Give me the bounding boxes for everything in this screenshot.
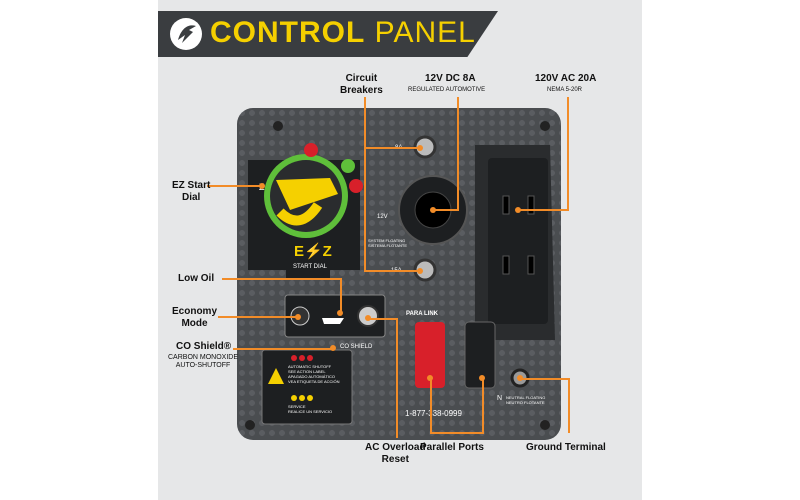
callout-dot: [417, 268, 423, 274]
label-line: Circuit: [345, 73, 378, 84]
ground-note: NEUTRAL FLOATING NEUTRO FLOTANTE: [506, 395, 545, 405]
ez-start-dial-icon: [264, 154, 348, 238]
service-line: REALICE UN SERVICIO: [288, 409, 333, 414]
label-line: AUTO-SHUTOFF: [175, 362, 231, 369]
label-line: AC Overload: [365, 442, 426, 453]
leader-ground: [520, 378, 570, 380]
callout-dot: [295, 314, 301, 320]
callout-dot: [517, 375, 523, 381]
ground-note-line: NEUTRO FLOTANTE: [506, 400, 545, 405]
leader-circuit: [364, 97, 366, 147]
label-line: Mode: [181, 318, 208, 329]
ground-note-line: NEUTRAL FLOATING: [506, 395, 546, 400]
leader-dc: [433, 209, 459, 211]
co-badge: CO SHIELD: [340, 344, 372, 351]
fuel-icon: [304, 143, 318, 157]
ground-sign: N: [497, 395, 503, 402]
leader-low-oil: [340, 278, 342, 312]
warning-label-text: AUTOMATIC SHUTOFF SEE ACTION LABEL APAGA…: [288, 364, 340, 384]
label-ez-start: EZ Start Dial: [172, 180, 210, 204]
ez-logo-plate: [286, 238, 330, 278]
label-low-oil: Low Oil: [178, 273, 215, 284]
leader-circuit: [364, 147, 420, 149]
title-bar: [158, 11, 498, 57]
leader-parallel: [430, 378, 432, 433]
leader-circuit: [364, 270, 420, 272]
page-title: CONTROL PANEL: [210, 15, 476, 51]
warning-line: APAGADO AUTOMÁTICO: [288, 374, 335, 379]
warning-line: VEA ETIQUETA DE ACCIÓN: [288, 379, 340, 384]
leader-dc: [457, 97, 459, 210]
label-line: Reset: [381, 454, 409, 465]
screw-icon: [245, 121, 550, 430]
label-ac-reset: AC Overload Reset: [365, 442, 426, 466]
label-ground-terminal: Ground Terminal: [526, 442, 606, 453]
callout-dot: [417, 145, 423, 151]
dc-note-line: SISTEMA FLOTANTE: [368, 243, 408, 248]
para-link-part: LINK: [424, 311, 439, 317]
label-line: Breakers: [340, 85, 383, 96]
label-co-shield: CO Shield®: [176, 341, 232, 352]
callout-dot: [515, 207, 521, 213]
ac-outlet-icon: [488, 158, 548, 324]
callout-dot: [365, 315, 371, 321]
stop-icon: [349, 179, 363, 193]
leader-reset: [368, 318, 398, 320]
warning-line: SEE ACTION LABEL: [288, 369, 326, 374]
label-parallel-ports: Parallel Ports: [420, 442, 484, 453]
leader-parallel: [430, 432, 484, 434]
dc-voltage-label: 12V: [377, 214, 388, 220]
leader-parallel: [482, 378, 484, 433]
label-ac: 120V AC 20A: [535, 73, 597, 84]
label-line: Dial: [182, 192, 201, 203]
label-economy: Economy Mode: [172, 306, 217, 330]
led-indicator-icon: [291, 355, 313, 401]
label-dc: 12V DC 8A: [425, 73, 476, 84]
dc-note: SYSTEM FLOATING SISTEMA FLOTANTE: [368, 238, 407, 248]
leader-economy: [218, 316, 298, 318]
title-bold: CONTROL: [210, 16, 366, 49]
label-line: EZ Start: [172, 180, 211, 191]
label-co-shield-sub: CARBON MONOXIDE AUTO-SHUTOFF: [168, 354, 238, 370]
title-light: PANEL: [374, 16, 476, 49]
parallel-port-black-icon: [464, 321, 496, 389]
leader-ground: [568, 378, 570, 433]
leader-circuit: [364, 147, 366, 271]
callout-dot: [430, 207, 436, 213]
dc-note-line: SYSTEM FLOATING: [368, 238, 406, 243]
co-badge-prefix: CO: [340, 344, 349, 350]
leader-ac: [567, 97, 569, 210]
label-line: CARBON MONOXIDE: [168, 354, 239, 361]
leader-co: [233, 348, 333, 350]
leader-low-oil: [222, 278, 342, 280]
parallel-port-red-icon: [415, 322, 445, 388]
warning-line: AUTOMATIC SHUTOFF: [288, 364, 332, 369]
brand-logo-icon: [170, 18, 202, 50]
ez-logo: E⚡Z: [294, 243, 332, 260]
callout-dot: [259, 183, 265, 189]
oil-can-icon: [322, 318, 344, 324]
leader-ez: [207, 185, 262, 187]
co-badge-text: SHIELD: [350, 344, 373, 350]
callout-dot: [427, 375, 433, 381]
label-circuit-breakers: Circuit Breakers: [340, 73, 383, 97]
para-link-part: PARA: [406, 311, 423, 317]
leader-reset: [396, 318, 398, 438]
service-line: SERVICE: [288, 404, 306, 409]
label-line: Economy: [172, 306, 218, 317]
callout-dot: [337, 310, 343, 316]
run-icon: [341, 159, 355, 173]
para-link-logo: PARA LINK: [406, 311, 438, 318]
warning-icon: [268, 368, 284, 384]
callout-dot: [330, 345, 336, 351]
label-ac-sub: NEMA 5-20R: [547, 87, 583, 93]
ez-caption: START DIAL: [293, 264, 328, 270]
support-phone: 1-877-338-0999: [405, 409, 462, 418]
leader-ac: [518, 209, 569, 211]
label-dc-sub: REGULATED AUTOMOTIVE: [408, 87, 486, 93]
service-label-text: SERVICE REALICE UN SERVICIO: [288, 404, 332, 414]
callout-dot: [479, 375, 485, 381]
